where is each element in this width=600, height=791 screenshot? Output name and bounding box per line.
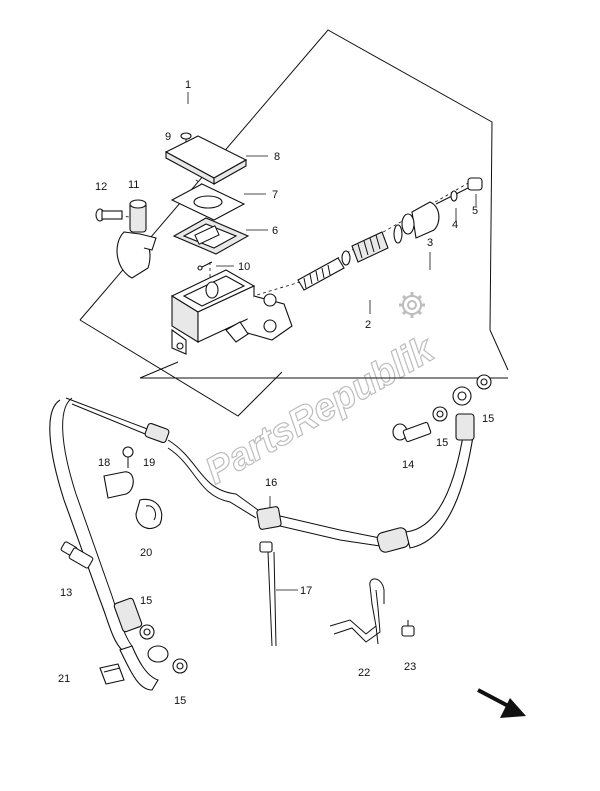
part-4-pushrod bbox=[435, 187, 469, 205]
callout-15-a: 15 bbox=[482, 413, 494, 425]
part-17-cable-tie bbox=[259, 541, 277, 647]
direction-arrow-icon bbox=[477, 688, 526, 718]
callout-3: 3 bbox=[427, 237, 433, 249]
callout-9: 9 bbox=[165, 131, 171, 143]
part-8-reservoir-cap bbox=[164, 135, 248, 185]
part-11-holder bbox=[116, 199, 157, 279]
callout-8: 8 bbox=[274, 151, 280, 163]
callout-20: 20 bbox=[140, 547, 152, 559]
part-21-clamp bbox=[99, 663, 125, 685]
part-15-washers bbox=[139, 374, 492, 674]
gear-icon bbox=[399, 292, 425, 318]
callout-18: 18 bbox=[98, 457, 110, 469]
callout-6: 6 bbox=[272, 225, 278, 237]
callout-15-d: 15 bbox=[174, 695, 186, 707]
callout-13: 13 bbox=[60, 587, 72, 599]
part-20-clip bbox=[135, 498, 163, 529]
callout-11: 11 bbox=[128, 179, 139, 191]
callout-5: 5 bbox=[472, 205, 478, 217]
part-12-bolt bbox=[95, 208, 123, 222]
callout-15-b: 15 bbox=[436, 437, 448, 449]
part-14-banjo-bolt bbox=[392, 421, 432, 443]
callout-22: 22 bbox=[358, 667, 370, 679]
callout-21: 21 bbox=[58, 673, 70, 685]
callout-14: 14 bbox=[402, 459, 414, 471]
callout-4: 4 bbox=[452, 219, 458, 231]
clutch-hose bbox=[49, 386, 475, 691]
callout-2: 2 bbox=[365, 319, 371, 331]
callout-1: 1 bbox=[185, 79, 191, 91]
callout-23: 23 bbox=[404, 661, 416, 673]
part-19-bolt bbox=[122, 446, 134, 468]
part-6-diaphragm bbox=[172, 217, 250, 255]
part-13-banjo-bolt bbox=[60, 541, 94, 569]
part-10-pin bbox=[197, 261, 213, 271]
part-3-boot bbox=[401, 201, 440, 239]
callout-19: 19 bbox=[143, 457, 155, 469]
callout-15-c: 15 bbox=[140, 595, 152, 607]
part-5-nut bbox=[467, 177, 483, 191]
part-18-clamp bbox=[103, 471, 134, 499]
callout-10: 10 bbox=[238, 261, 250, 273]
callout-12: 12 bbox=[95, 181, 107, 193]
part-22-guide-wire bbox=[329, 578, 385, 645]
part-2-piston-kit bbox=[297, 224, 403, 291]
callouts: 1 2 3 4 5 6 7 8 9 10 11 12 13 14 15 15 1… bbox=[58, 79, 494, 707]
leader-lines bbox=[187, 92, 477, 591]
callout-7: 7 bbox=[272, 189, 278, 201]
callout-16: 16 bbox=[265, 477, 277, 489]
callout-17: 17 bbox=[300, 585, 312, 597]
part-7-diaphragm-plate bbox=[170, 183, 246, 221]
part-23-bolt bbox=[401, 620, 415, 637]
master-cylinder-body bbox=[170, 269, 293, 355]
